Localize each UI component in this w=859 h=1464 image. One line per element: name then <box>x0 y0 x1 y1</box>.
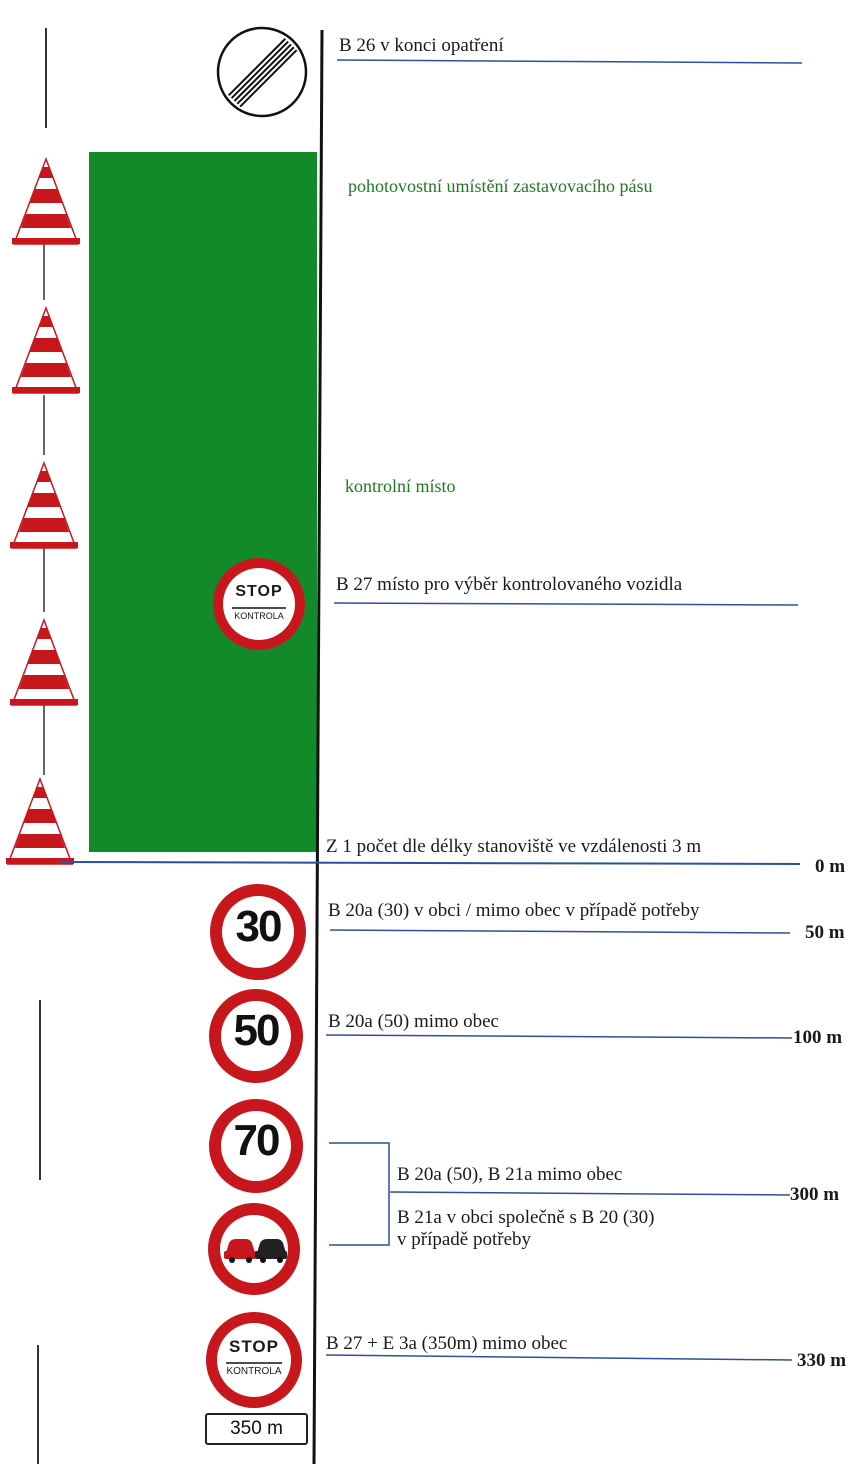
distance-50m: 50 m <box>805 922 845 943</box>
kontrola-word-upper: KONTROLA <box>234 611 284 621</box>
distance-330m: 330 m <box>797 1350 847 1371</box>
label-b20a-b21a: B 20a (50), B 21a mimo obec <box>397 1164 623 1185</box>
speed-limit-70-sign <box>209 1099 303 1193</box>
no-overtaking-sign <box>208 1203 300 1295</box>
cone-5 <box>5 778 75 865</box>
stop-word-upper: STOP <box>235 583 283 600</box>
distance-100m: 100 m <box>793 1027 843 1048</box>
label-b27-top: B 27 místo pro výběr kontrolovaného vozi… <box>336 574 683 595</box>
cone-2 <box>11 307 81 394</box>
line-300m <box>389 1191 791 1196</box>
stop-word-lower: STOP <box>229 1337 279 1356</box>
cone-4 <box>9 619 79 706</box>
label-b27-e3a: B 27 + E 3a (350m) mimo obec <box>326 1333 568 1354</box>
label-control-point: kontrolní místo <box>345 476 456 496</box>
label-b20a-50: B 20a (50) mimo obec <box>328 1011 499 1032</box>
cone-3 <box>9 462 79 549</box>
label-b21a-line2: v případě potřeby <box>397 1229 532 1250</box>
line-50m <box>329 929 791 934</box>
distance-0m: 0 m <box>815 856 846 877</box>
bracket <box>329 1142 390 1246</box>
label-b26: B 26 v konci opatření <box>339 35 504 56</box>
line-100m <box>325 1034 793 1039</box>
label-standby: pohotovostní umístění zastavovacího pásu <box>348 176 653 196</box>
line-0m <box>59 861 801 865</box>
label-b20a-30: B 20a (30) v obci / mimo obec v případě … <box>328 900 700 921</box>
line-b27-top <box>333 602 799 606</box>
end-restrictions-sign <box>216 26 308 118</box>
cone-1 <box>11 158 81 245</box>
label-z1: Z 1 počet dle délky stanoviště ve vzdále… <box>326 836 702 857</box>
limit-30-text: 30 <box>235 902 283 951</box>
stop-kontrola-sign-lower <box>206 1312 302 1408</box>
limit-50-text: 50 <box>233 1006 281 1055</box>
distance-300m: 300 m <box>790 1184 840 1205</box>
limit-70-text: 70 <box>233 1116 281 1165</box>
speed-limit-30-sign <box>210 884 306 980</box>
green-area <box>89 152 317 852</box>
label-b21a-line1: B 21a v obci společně s B 20 (30) <box>397 1207 655 1228</box>
line-b26 <box>336 59 803 64</box>
kontrola-word-lower: KONTROLA <box>226 1366 282 1377</box>
stop-kontrola-sign-upper <box>213 558 305 650</box>
road-line <box>312 29 324 1464</box>
line-330m <box>325 1354 793 1361</box>
distance-plate-350: 350 m <box>205 1413 308 1445</box>
speed-limit-50-sign <box>209 989 303 1083</box>
